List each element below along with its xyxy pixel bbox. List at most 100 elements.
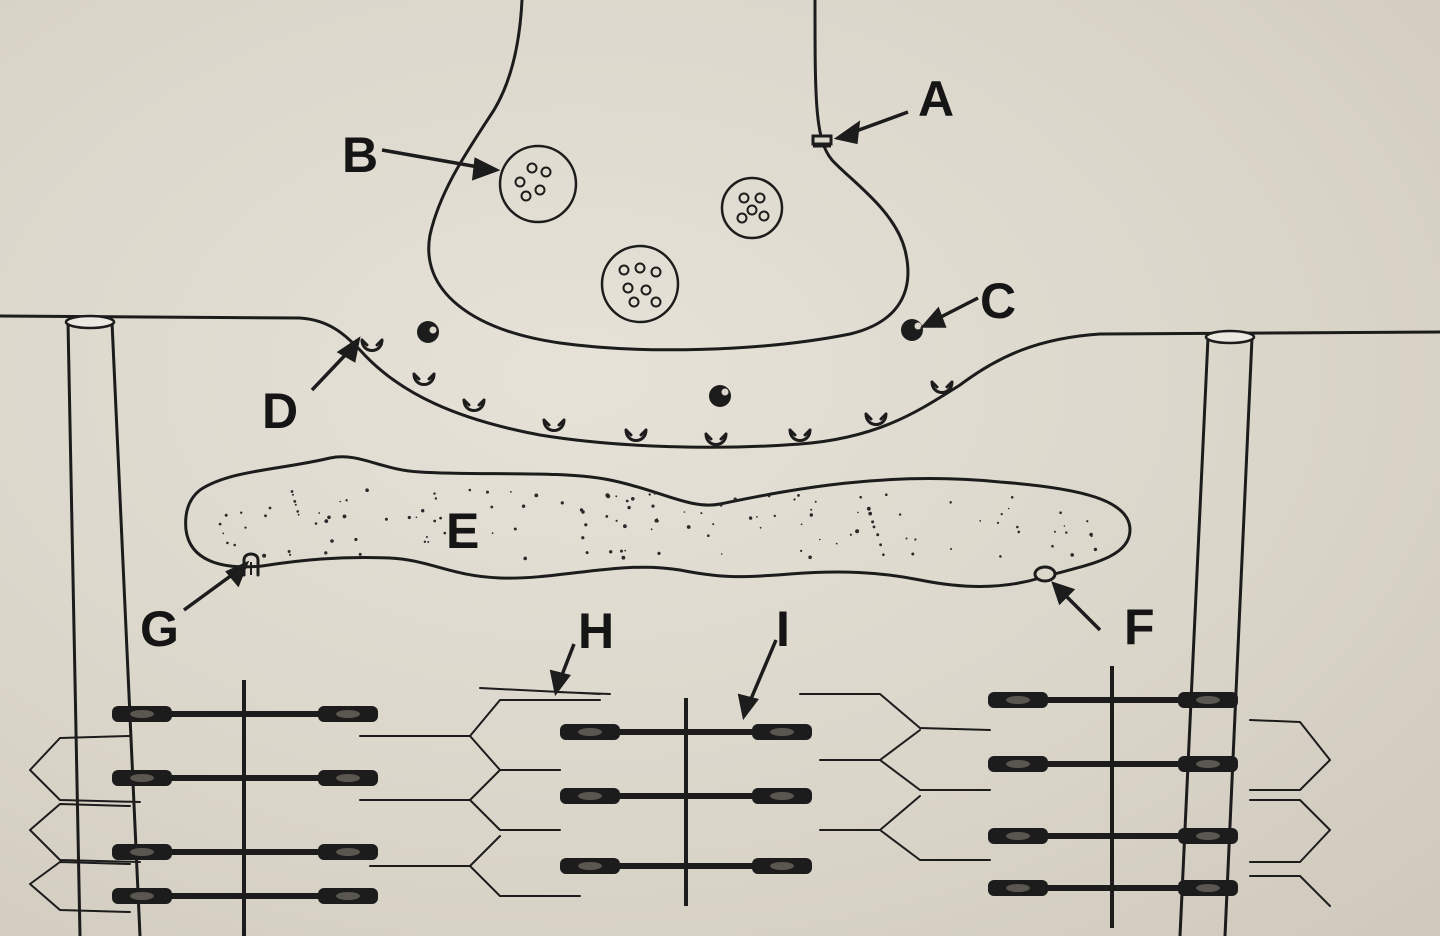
calcium-dot [1010, 496, 1014, 499]
calcium-dot [324, 519, 329, 523]
calcium-dot [523, 556, 527, 561]
neurotransmitter-molecule [901, 319, 923, 341]
calcium-dot [686, 525, 691, 529]
calcium-dot [289, 553, 292, 556]
calcium-dot [421, 509, 425, 513]
calcium-dot [581, 510, 585, 514]
calcium-dot [264, 514, 267, 518]
calcium-dot [433, 492, 436, 495]
thin-filament [479, 687, 611, 695]
calcium-dot [468, 488, 472, 492]
calcium-dot [949, 501, 952, 504]
calcium-dot [871, 520, 875, 524]
calcium-dot [486, 490, 489, 494]
calcium-dot [1007, 507, 1010, 510]
calcium-dot [461, 513, 465, 516]
calcium-dot [294, 503, 297, 506]
calcium-dot [650, 528, 653, 531]
calcium-dot [226, 541, 229, 545]
calcium-dot [657, 551, 661, 556]
myosin-head-highlight [1006, 760, 1030, 768]
calcium-dot [876, 533, 880, 537]
myosin-head-highlight [336, 710, 360, 718]
calcium-dot [855, 529, 860, 534]
synaptic-vesicle [720, 176, 784, 240]
calcium-dot [584, 523, 588, 527]
calcium-dot [262, 553, 267, 558]
synaptic-vesicle [600, 244, 680, 324]
calcium-dot [434, 497, 438, 500]
ach-receptor [360, 338, 384, 352]
myosin-head-highlight [1196, 760, 1220, 768]
calcium-dot [456, 541, 460, 546]
calcium-dot [621, 555, 626, 560]
calcium-dot [793, 498, 796, 501]
calcium-dot [868, 511, 873, 516]
neurotransmitter-molecule [709, 385, 731, 407]
calcium-dot [268, 506, 272, 510]
calcium-dot [1070, 553, 1074, 557]
thin-filament [29, 803, 141, 863]
calcium-dot [882, 553, 885, 556]
calcium-dot [759, 526, 762, 529]
thin-filament [1249, 799, 1331, 863]
calcium-dot [581, 536, 585, 540]
myofibril-sarcomeres [29, 666, 1331, 936]
myosin-head-highlight [770, 728, 794, 736]
calcium-dot [809, 513, 813, 517]
calcium-dot [233, 543, 236, 547]
ach-receptor [930, 380, 954, 394]
calcium-dot [560, 501, 564, 505]
calcium-dot [627, 505, 631, 510]
ach-receptor [462, 398, 486, 412]
calcium-dot [407, 515, 411, 520]
calcium-dot [1051, 544, 1054, 548]
neurotransmitter-molecule [417, 321, 439, 343]
calcium-dot [849, 533, 853, 536]
label-f: F [1124, 599, 1155, 655]
sr-pump-f [1033, 565, 1057, 583]
calcium-dot [314, 522, 318, 525]
calcium-dot [648, 493, 651, 496]
calcium-stipple [218, 488, 1098, 561]
calcium-dot [358, 552, 362, 556]
myosin-head-highlight [578, 862, 602, 870]
calcium-dot [354, 537, 358, 542]
calcium-dot [1017, 530, 1021, 534]
thin-filament [819, 795, 991, 861]
calcium-dot [1065, 531, 1068, 534]
calcium-dot [885, 493, 888, 497]
calcium-dot [330, 539, 334, 543]
label-i: I [776, 601, 790, 657]
calcium-dot [651, 504, 655, 508]
sarcolemma [0, 314, 1440, 449]
calcium-dot [719, 503, 723, 507]
calcium-dot [819, 538, 821, 541]
calcium-dot [342, 514, 347, 519]
calcium-dot [345, 499, 348, 502]
calcium-dot [625, 499, 629, 503]
calcium-dot [415, 516, 418, 519]
synaptic-vesicle [498, 144, 578, 224]
pointer-arrows [182, 110, 1102, 721]
calcium-dot [521, 504, 526, 508]
label-d: D [262, 383, 298, 439]
calcium-dot [490, 505, 494, 509]
ach-receptor [412, 372, 436, 386]
calcium-dot [1059, 511, 1062, 514]
calcium-dot [808, 555, 812, 560]
calcium-dot [384, 517, 388, 521]
calcium-dot [324, 551, 328, 555]
calcium-channel-a [811, 134, 833, 148]
calcium-dot [224, 513, 228, 517]
calcium-dot [1063, 525, 1066, 527]
calcium-dot [439, 516, 442, 520]
calcium-dot [1086, 520, 1089, 523]
ach-receptor [624, 428, 648, 442]
calcium-dot [365, 488, 369, 493]
calcium-dot [905, 537, 908, 540]
calcium-dot [733, 497, 737, 501]
calcium-dot [800, 523, 803, 526]
calcium-dot [814, 500, 817, 503]
calcium-dot [1090, 535, 1093, 538]
